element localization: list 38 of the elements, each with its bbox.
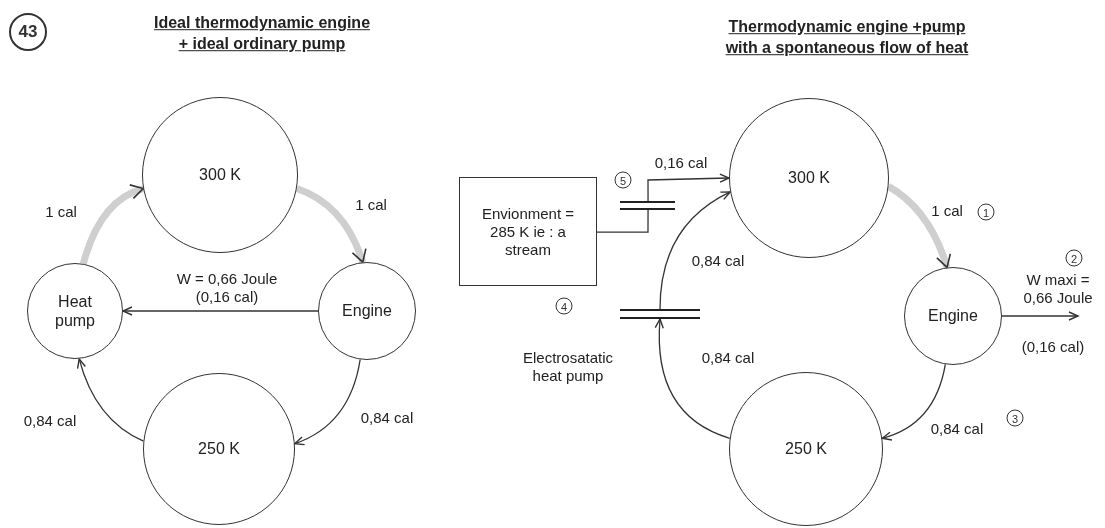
arrow (654, 318, 731, 439)
callout-number: 3 (1006, 409, 1024, 427)
node-label: Envionment = 285 K ie : a stream (480, 204, 576, 259)
edge-label: 0,84 cal (928, 420, 986, 438)
arrow (77, 358, 145, 442)
annotation-text: (0,16 cal) (1021, 337, 1085, 355)
node-label: 300 K (787, 168, 831, 188)
node-label: 300 K (198, 165, 242, 185)
node-caption: Electrosatatic heat pump (521, 349, 614, 385)
edge-label: 0,16 cal (652, 154, 710, 172)
arrow (647, 173, 730, 202)
heat-flow-arrow (295, 185, 367, 264)
arrow (1001, 311, 1079, 321)
arrow (122, 306, 319, 316)
arrow (294, 358, 361, 445)
panel-heading: Thermodynamic engine +pump with a spontaneous flow of heat (724, 17, 970, 58)
callout-number: 4 (555, 297, 573, 315)
figure-number: 43 (9, 13, 47, 51)
edge-label: 0,84 cal (699, 349, 757, 367)
environment-box (459, 177, 597, 286)
arrow (659, 191, 731, 310)
node-label: Engine (927, 306, 979, 326)
connector-line (596, 209, 649, 233)
callout-number: 2 (1065, 249, 1083, 267)
node-label: 250 K (784, 439, 828, 459)
heat-flow-arrow (79, 184, 145, 265)
arrow (881, 363, 946, 441)
capacitor-plates (620, 201, 675, 210)
heat-flow-arrow (886, 183, 951, 269)
node-label: Engine (341, 301, 393, 321)
callout-number: 5 (614, 171, 632, 189)
node-label: Heat pump (54, 291, 96, 331)
panel-heading: Ideal thermodynamic engine + ideal ordinary pump (152, 13, 372, 54)
edge-label: 0,84 cal (358, 409, 416, 427)
edge-label: 0,84 cal (689, 252, 747, 270)
callout-number: 1 (977, 203, 995, 221)
node-label: 250 K (197, 439, 241, 459)
edge-label: 0,84 cal (21, 412, 79, 430)
